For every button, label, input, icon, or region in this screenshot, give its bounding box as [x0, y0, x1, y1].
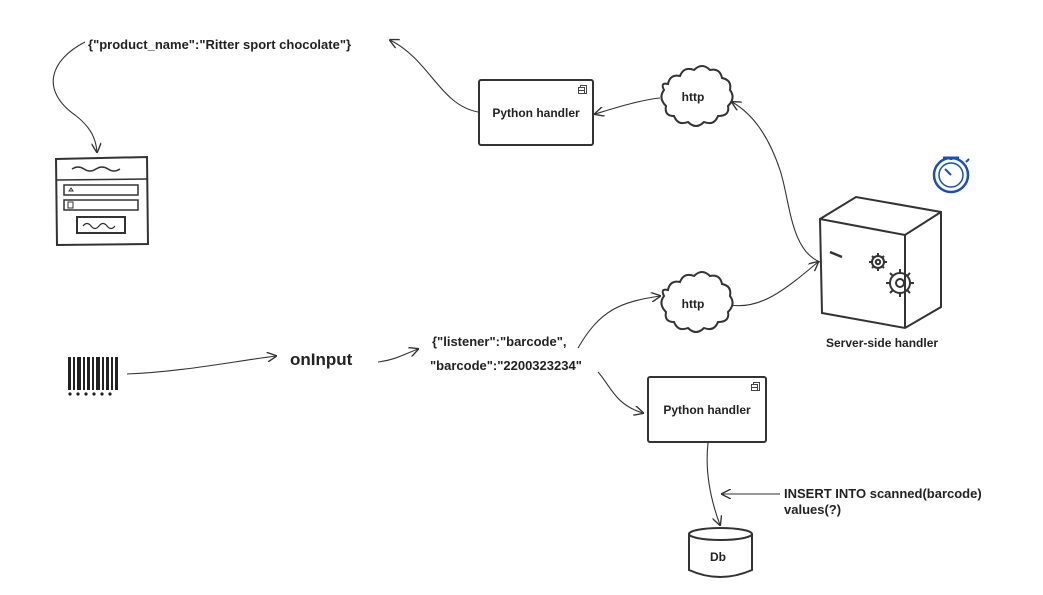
- arrow-barcode-to-oninput: [126, 356, 276, 375]
- stopwatch-icon: [932, 156, 970, 194]
- json-key: "product_name": [93, 37, 195, 52]
- python-handler-bottom: Python handler: [647, 376, 767, 443]
- arrow-json-to-http: [577, 296, 660, 349]
- arrow-server-to-http-top: [732, 102, 821, 263]
- login-form-icon: [54, 155, 150, 247]
- http-top-label: http: [681, 90, 705, 104]
- oninput-label: onInput: [290, 350, 353, 369]
- arrow-oninput-to-json: [377, 349, 418, 363]
- arrow-handler-to-db: [706, 442, 720, 525]
- json-close: }: [346, 37, 352, 52]
- sql-line2: values(?): [784, 502, 842, 517]
- component-icon: [578, 85, 587, 94]
- arrow-http-to-server: [729, 262, 818, 307]
- python-handler-bottom-label: Python handler: [663, 402, 751, 417]
- arrow-json-to-form: [52, 41, 97, 152]
- python-handler-top-label: Python handler: [492, 105, 580, 120]
- json-open: {: [88, 37, 94, 52]
- gear-icon: [869, 253, 914, 297]
- db-cylinder: [688, 527, 753, 578]
- python-handler-top: Python handler: [478, 79, 594, 146]
- arrow-json-to-handler: [597, 371, 643, 413]
- json-request-line1: {"listener":"barcode",: [432, 334, 567, 349]
- sql-line1: INSERT INTO scanned(barcode): [784, 486, 982, 501]
- arrow-http-to-handler: [595, 97, 661, 114]
- http-bottom-label: http: [681, 297, 705, 311]
- json-request-line2: "barcode":"2200323234": [430, 358, 582, 373]
- db-label: Db: [710, 550, 726, 564]
- json-response-label: {"product_name":"Ritter sport chocolate"…: [88, 37, 351, 52]
- cloud-http-bottom: [660, 271, 734, 333]
- arrow-handler-to-json: [390, 40, 479, 113]
- cloud-http-top: [660, 65, 734, 127]
- server-label: Server-side handler: [826, 336, 939, 350]
- json-sep: :: [194, 37, 200, 52]
- barcode-icon: [68, 357, 118, 396]
- component-icon: [751, 382, 760, 391]
- json-value: "Ritter sport chocolate": [199, 37, 346, 52]
